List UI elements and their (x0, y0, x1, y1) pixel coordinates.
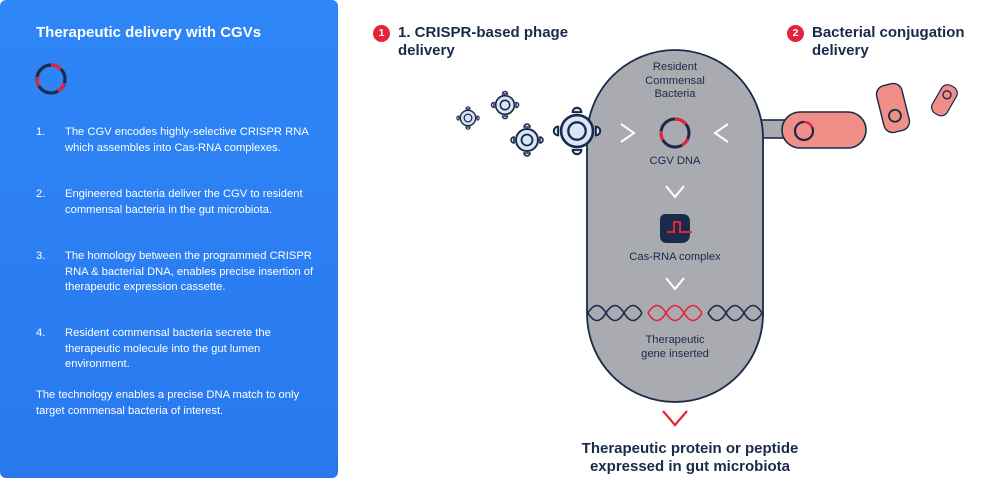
donor-bacterium-icon (875, 82, 911, 134)
cell-label: Resident Commensal Bacteria (645, 61, 705, 100)
panel-footer: The technology enables a precise DNA mat… (36, 389, 300, 417)
step-number: 4. (36, 327, 46, 339)
step-number: 3. (36, 250, 46, 262)
dna-helix-icon (587, 304, 763, 322)
step-number: 2. (36, 188, 46, 200)
gene-label: Therapeutic gene inserted (641, 334, 709, 360)
step-text: Resident commensal bacteria secrete the … (65, 327, 271, 370)
outcome-text: Therapeutic protein or peptide expressed… (581, 440, 799, 475)
panel-title: Therapeutic delivery with CGVs (36, 24, 262, 41)
cgv-plasmid-icon (35, 63, 67, 95)
cas-label: Cas-RNA complex (629, 251, 721, 263)
chevron-left-icon (713, 123, 729, 143)
chevron-right-icon (620, 123, 636, 143)
step-badge-1: 1 (373, 25, 390, 42)
chevron-down-icon (662, 410, 688, 427)
route2-title: Bacterial conjugation delivery (812, 24, 965, 59)
delivery-diagram (456, 49, 958, 427)
phage-icon (456, 106, 480, 130)
donor-bacterium-icon (931, 84, 958, 117)
phage-icon (490, 90, 520, 120)
cgv-plasmid-icon (659, 117, 691, 149)
chevron-down-icon (665, 277, 685, 291)
chevron-down-icon (665, 185, 685, 199)
step-text: Engineered bacteria deliver the CGV to r… (65, 188, 303, 216)
step-text: The homology between the programmed CRIS… (65, 250, 314, 293)
cgv-label: CGV DNA (649, 155, 701, 167)
info-panel: Therapeutic delivery with CGVs 1. The CG… (0, 0, 338, 478)
step-number: 1. (36, 126, 46, 138)
donor-plasmid-icon (793, 120, 815, 142)
cas-rna-complex-icon (660, 214, 692, 243)
phage-docked-icon (552, 106, 602, 156)
step-badge-2: 2 (787, 25, 804, 42)
route1-title: 1. CRISPR-based phage delivery (398, 24, 569, 59)
step-text: The CGV encodes highly-selective CRISPR … (65, 126, 309, 154)
phage-icon (510, 123, 544, 157)
